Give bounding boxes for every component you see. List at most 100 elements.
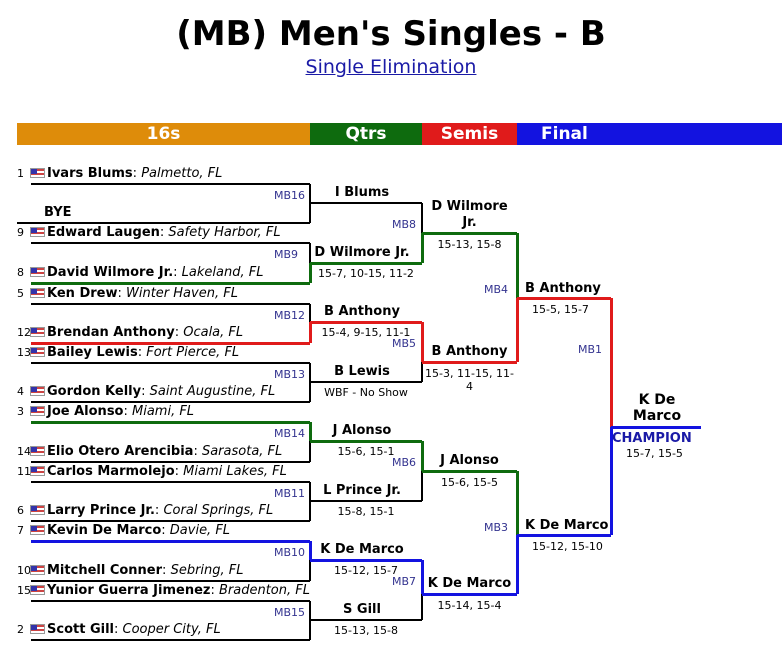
qtr-winner-name: D Wilmore Jr. <box>314 245 410 260</box>
seed-number: 12 <box>17 326 31 339</box>
player-line <box>31 303 310 305</box>
match-label[interactable]: MB9 <box>274 248 299 261</box>
flag-icon <box>30 406 45 416</box>
player-line <box>31 461 310 463</box>
semi-connector <box>515 535 519 594</box>
qtr-connector <box>420 560 424 594</box>
match-label[interactable]: MB4 <box>484 283 509 296</box>
player-location: Saint Augustine, FL <box>149 384 276 399</box>
qtr-winner-line <box>310 202 422 204</box>
semi-connector <box>515 233 519 298</box>
qtr-winner-name: B Lewis <box>334 364 390 379</box>
semi-score: 15-14, 15-4 <box>437 599 502 612</box>
player-location: Sarasota, FL <box>201 444 283 459</box>
semi-winner-name: B Anthony <box>431 344 508 359</box>
qtr-connector <box>421 594 423 620</box>
semi-winner-line <box>422 231 517 235</box>
match-label[interactable]: MB3 <box>484 521 509 534</box>
seed-number: 13 <box>17 346 31 359</box>
match-label[interactable]: MB12 <box>274 309 306 322</box>
match-label[interactable]: MB11 <box>274 487 306 500</box>
semi-score: 15-3, 11-15, 11-4 <box>425 367 514 393</box>
match-label[interactable]: MB5 <box>392 337 417 350</box>
flag-icon <box>30 446 45 456</box>
match-label[interactable]: MB16 <box>274 189 306 202</box>
qtr-winner-name: L Prince Jr. <box>323 483 401 498</box>
seed-number: 8 <box>17 266 24 279</box>
semi-connector <box>515 298 519 362</box>
name-separator: : <box>174 464 184 479</box>
flag-icon <box>30 168 45 178</box>
match-label[interactable]: MB8 <box>392 218 417 231</box>
player-line <box>31 281 310 285</box>
page-title: (MB) Men's Singles - B <box>176 14 606 54</box>
player-line <box>17 222 310 224</box>
semi-winner-name: J Alonso <box>440 453 499 468</box>
player-location: Winter Haven, FL <box>126 286 238 301</box>
name-separator: : <box>193 444 202 459</box>
name-separator: : <box>161 523 170 538</box>
seed-number: 11 <box>17 465 31 478</box>
match-label[interactable]: MB6 <box>392 456 417 469</box>
match-label[interactable]: MB13 <box>274 368 306 381</box>
qtr-score: 15-7, 10-15, 11-2 <box>318 267 414 280</box>
name-separator: : <box>137 345 147 360</box>
flag-icon <box>30 505 45 515</box>
player-line <box>31 600 310 602</box>
player-entry[interactable]: BYE <box>44 205 72 220</box>
player-name: Yunior Guerra Jimenez <box>47 583 211 598</box>
player-name: Edward Laugen <box>47 225 160 240</box>
match-label[interactable]: MB14 <box>274 427 306 440</box>
r16-connector <box>308 422 312 441</box>
r16-connector <box>309 243 311 263</box>
qtr-winner-line <box>310 320 422 324</box>
flag-icon <box>30 525 45 535</box>
match-label[interactable]: MB10 <box>274 546 306 559</box>
match-label[interactable]: MB1 <box>578 343 603 356</box>
player-location: Sebring, FL <box>170 563 244 578</box>
qtr-connector <box>421 362 423 382</box>
final-score: 15-5, 15-7 <box>532 303 589 316</box>
player-name: Kevin De Marco <box>47 523 162 538</box>
semi-winner-line <box>422 592 517 596</box>
qtr-score: 15-12, 15-7 <box>334 564 398 577</box>
player-name: Elio Otero Arencibia <box>47 444 194 459</box>
player-line <box>31 639 310 641</box>
qtr-connector <box>420 233 424 263</box>
qtr-winner-name: K De Marco <box>320 542 404 557</box>
final-winner-name: K De Marco <box>525 518 609 533</box>
player-line <box>31 539 310 543</box>
player-location: Davie, FL <box>169 523 231 538</box>
player-line <box>31 183 310 185</box>
final-winner-line <box>517 296 611 300</box>
qtr-connector <box>421 203 423 233</box>
r16-connector <box>308 263 312 283</box>
player-location: Coral Springs, FL <box>163 503 274 518</box>
match-label[interactable]: MB15 <box>274 606 306 619</box>
player-name: Carlos Marmolejo <box>47 464 175 479</box>
round-header-2: Semis <box>422 123 517 145</box>
player-line <box>31 401 310 403</box>
qtr-winner-line <box>310 261 422 265</box>
player-name: Brendan Anthony <box>47 325 175 340</box>
r16-connector <box>309 304 311 322</box>
name-separator: : <box>123 404 132 419</box>
seed-number: 1 <box>17 167 24 180</box>
bracket-type-link[interactable]: Single Elimination <box>305 56 477 78</box>
match-label[interactable]: MB7 <box>392 575 417 588</box>
